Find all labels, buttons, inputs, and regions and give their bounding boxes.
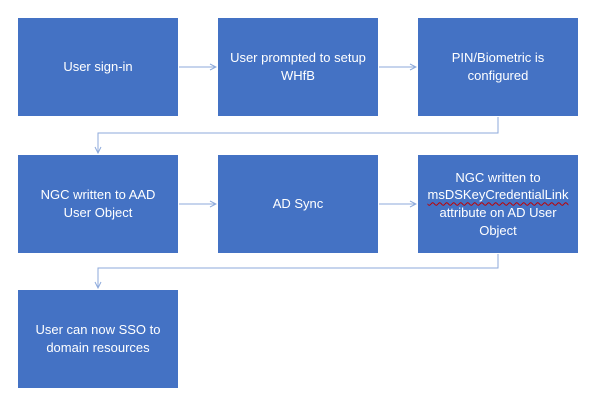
step-text: domain resources [46, 340, 150, 355]
step-text: NGC written to [455, 169, 541, 185]
step-prompted-setup-whfb: User prompted to setup WHfB [218, 18, 378, 116]
step-text: WHfB [281, 68, 315, 83]
step-ngc-written-aad: NGC written to AAD User Object [18, 155, 178, 253]
arrow-b3-b4 [98, 117, 499, 153]
step-user-sign-in: User sign-in [18, 18, 178, 116]
step-ngc-written-ad-user: NGC written to msDSKeyCredentialLink att… [418, 155, 578, 253]
step-text: Object [479, 222, 517, 238]
arrow-b6-b7 [98, 254, 499, 288]
step-user-sso: User can now SSO to domain resources [18, 290, 178, 388]
step-text: User Object [63, 205, 133, 220]
step-pin-biometric-configured: PIN/Biometric is configured [418, 18, 578, 116]
step-ad-sync: AD Sync [218, 155, 378, 253]
step-text: AD Sync [272, 196, 324, 212]
step-text: attribute on AD User [439, 205, 557, 220]
step-text: PIN/Biometric is [451, 50, 545, 66]
step-text: NGC written to AAD [40, 187, 156, 203]
step-text: User prompted to setup [230, 50, 366, 66]
step-text: User can now SSO to [35, 322, 161, 338]
step-text: configured [467, 68, 529, 83]
step-text: User sign-in [63, 59, 133, 75]
step-text: msDSKeyCredentialLink [427, 187, 569, 203]
